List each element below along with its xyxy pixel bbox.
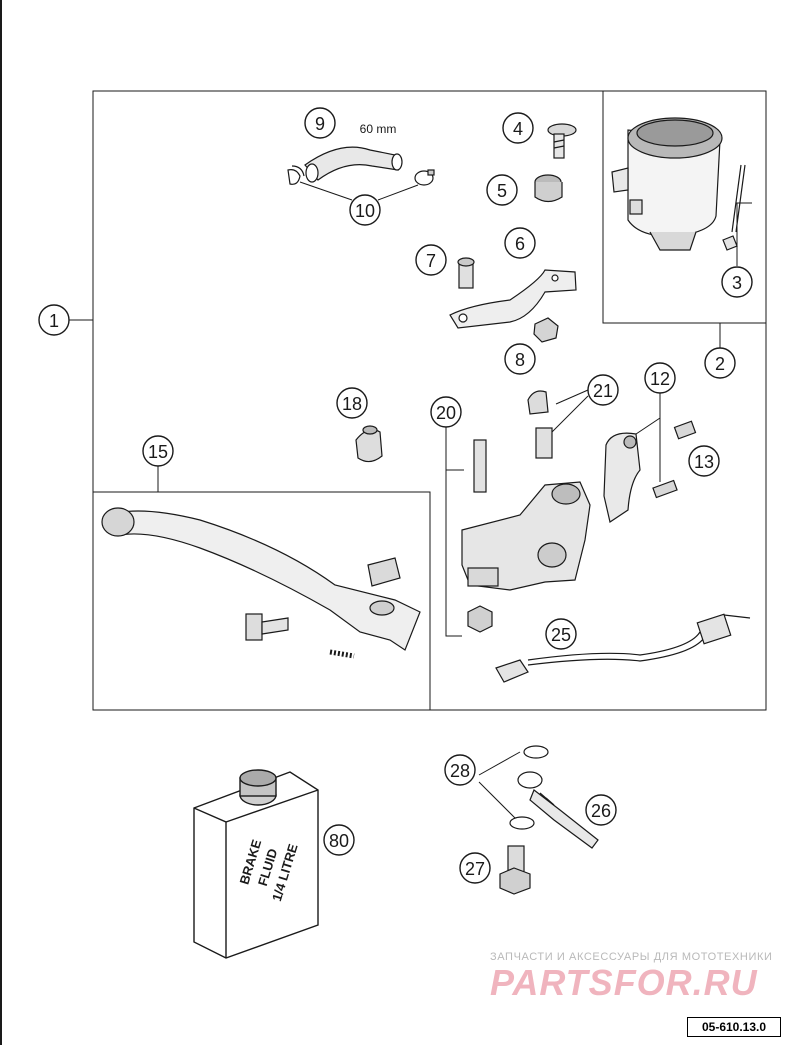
callout-18: 18 (342, 394, 362, 414)
callout-8: 8 (515, 350, 525, 370)
hose-length-note: 60 mm (360, 122, 397, 136)
brake-fluid-bottle-drawing (193, 769, 319, 959)
callout-7: 7 (426, 251, 436, 271)
callout-circles (38, 107, 753, 884)
document-code: 05-610.13.0 (687, 1017, 781, 1037)
screw-grommet-drawing (534, 123, 577, 203)
reservoir-subframe (602, 91, 766, 324)
plug-drawing (355, 425, 383, 463)
callout-1: 1 (49, 311, 59, 331)
callout-9: 9 (315, 114, 325, 134)
callout-3: 3 (732, 273, 742, 293)
bracket-drawing (449, 257, 577, 343)
callout-28: 28 (450, 761, 470, 781)
leader-21a (555, 389, 589, 405)
leader-21b (551, 395, 589, 433)
leader-28a (478, 751, 521, 776)
leader-20 (445, 427, 462, 637)
callout-13: 13 (694, 452, 714, 472)
brake-line-drawing (499, 745, 599, 895)
leader-3 (736, 202, 752, 266)
callout-20: 20 (436, 403, 456, 423)
callout-6: 6 (515, 234, 525, 254)
leader-10a (299, 181, 353, 201)
page-edge-line (0, 0, 2, 1045)
callout-5: 5 (497, 181, 507, 201)
hose-drawing (287, 146, 435, 186)
callout-12: 12 (650, 369, 670, 389)
reservoir-drawing (611, 117, 746, 251)
leader-10b (377, 184, 419, 201)
switch-cable-drawing (495, 613, 751, 683)
master-cylinder-drawing (461, 390, 697, 633)
callout-4: 4 (513, 119, 523, 139)
callout-10: 10 (355, 201, 375, 221)
callout-25: 25 (551, 625, 571, 645)
lever-subframe (93, 491, 431, 710)
hand-lever-drawing (101, 507, 421, 659)
callout-21: 21 (593, 381, 613, 401)
callout-2: 2 (715, 354, 725, 374)
callout-27: 27 (465, 859, 485, 879)
callout-80: 80 (329, 831, 349, 851)
leader-28b (478, 781, 516, 819)
watermark-caption: ЗАПЧАСТИ И АКСЕССУАРЫ ДЛЯ МОТОТЕХНИКИ (490, 951, 773, 963)
watermark-logo: PARTSFOR.RU (490, 962, 758, 1003)
callout-26: 26 (591, 801, 611, 821)
callout-15: 15 (148, 442, 168, 462)
